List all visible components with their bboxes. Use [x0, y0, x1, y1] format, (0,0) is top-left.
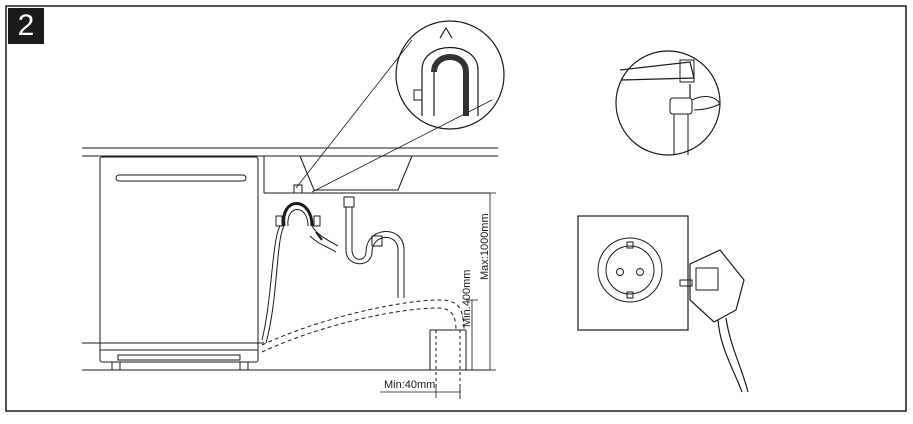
door-handle	[115, 174, 247, 182]
dishwasher	[99, 156, 259, 371]
floor-hose-route	[261, 299, 465, 353]
floor-line	[82, 342, 490, 371]
bracket-detail-circle	[395, 20, 505, 130]
sink-trap	[343, 196, 405, 298]
floor-standpipe	[429, 329, 467, 400]
min-width-label: Min:40mm	[384, 379, 435, 391]
foot-right	[239, 361, 249, 371]
foot-left	[111, 361, 121, 371]
hose-bracket	[275, 184, 321, 227]
dimension-width	[380, 386, 461, 398]
wall-socket	[577, 215, 689, 331]
dimension-min	[466, 299, 478, 370]
diagram-frame	[5, 5, 907, 412]
min-height-label: Min.400mm	[461, 270, 473, 327]
countertop	[82, 147, 498, 193]
step-number-badge: 2	[8, 8, 44, 44]
drain-hose	[261, 225, 339, 344]
power-plug	[679, 249, 749, 393]
max-height-label: Max:1000mm	[479, 213, 491, 280]
zoom-lines	[295, 39, 493, 193]
dimension-max	[484, 192, 496, 371]
sink-bowl	[264, 155, 490, 194]
tap-detail-circle	[615, 50, 721, 156]
